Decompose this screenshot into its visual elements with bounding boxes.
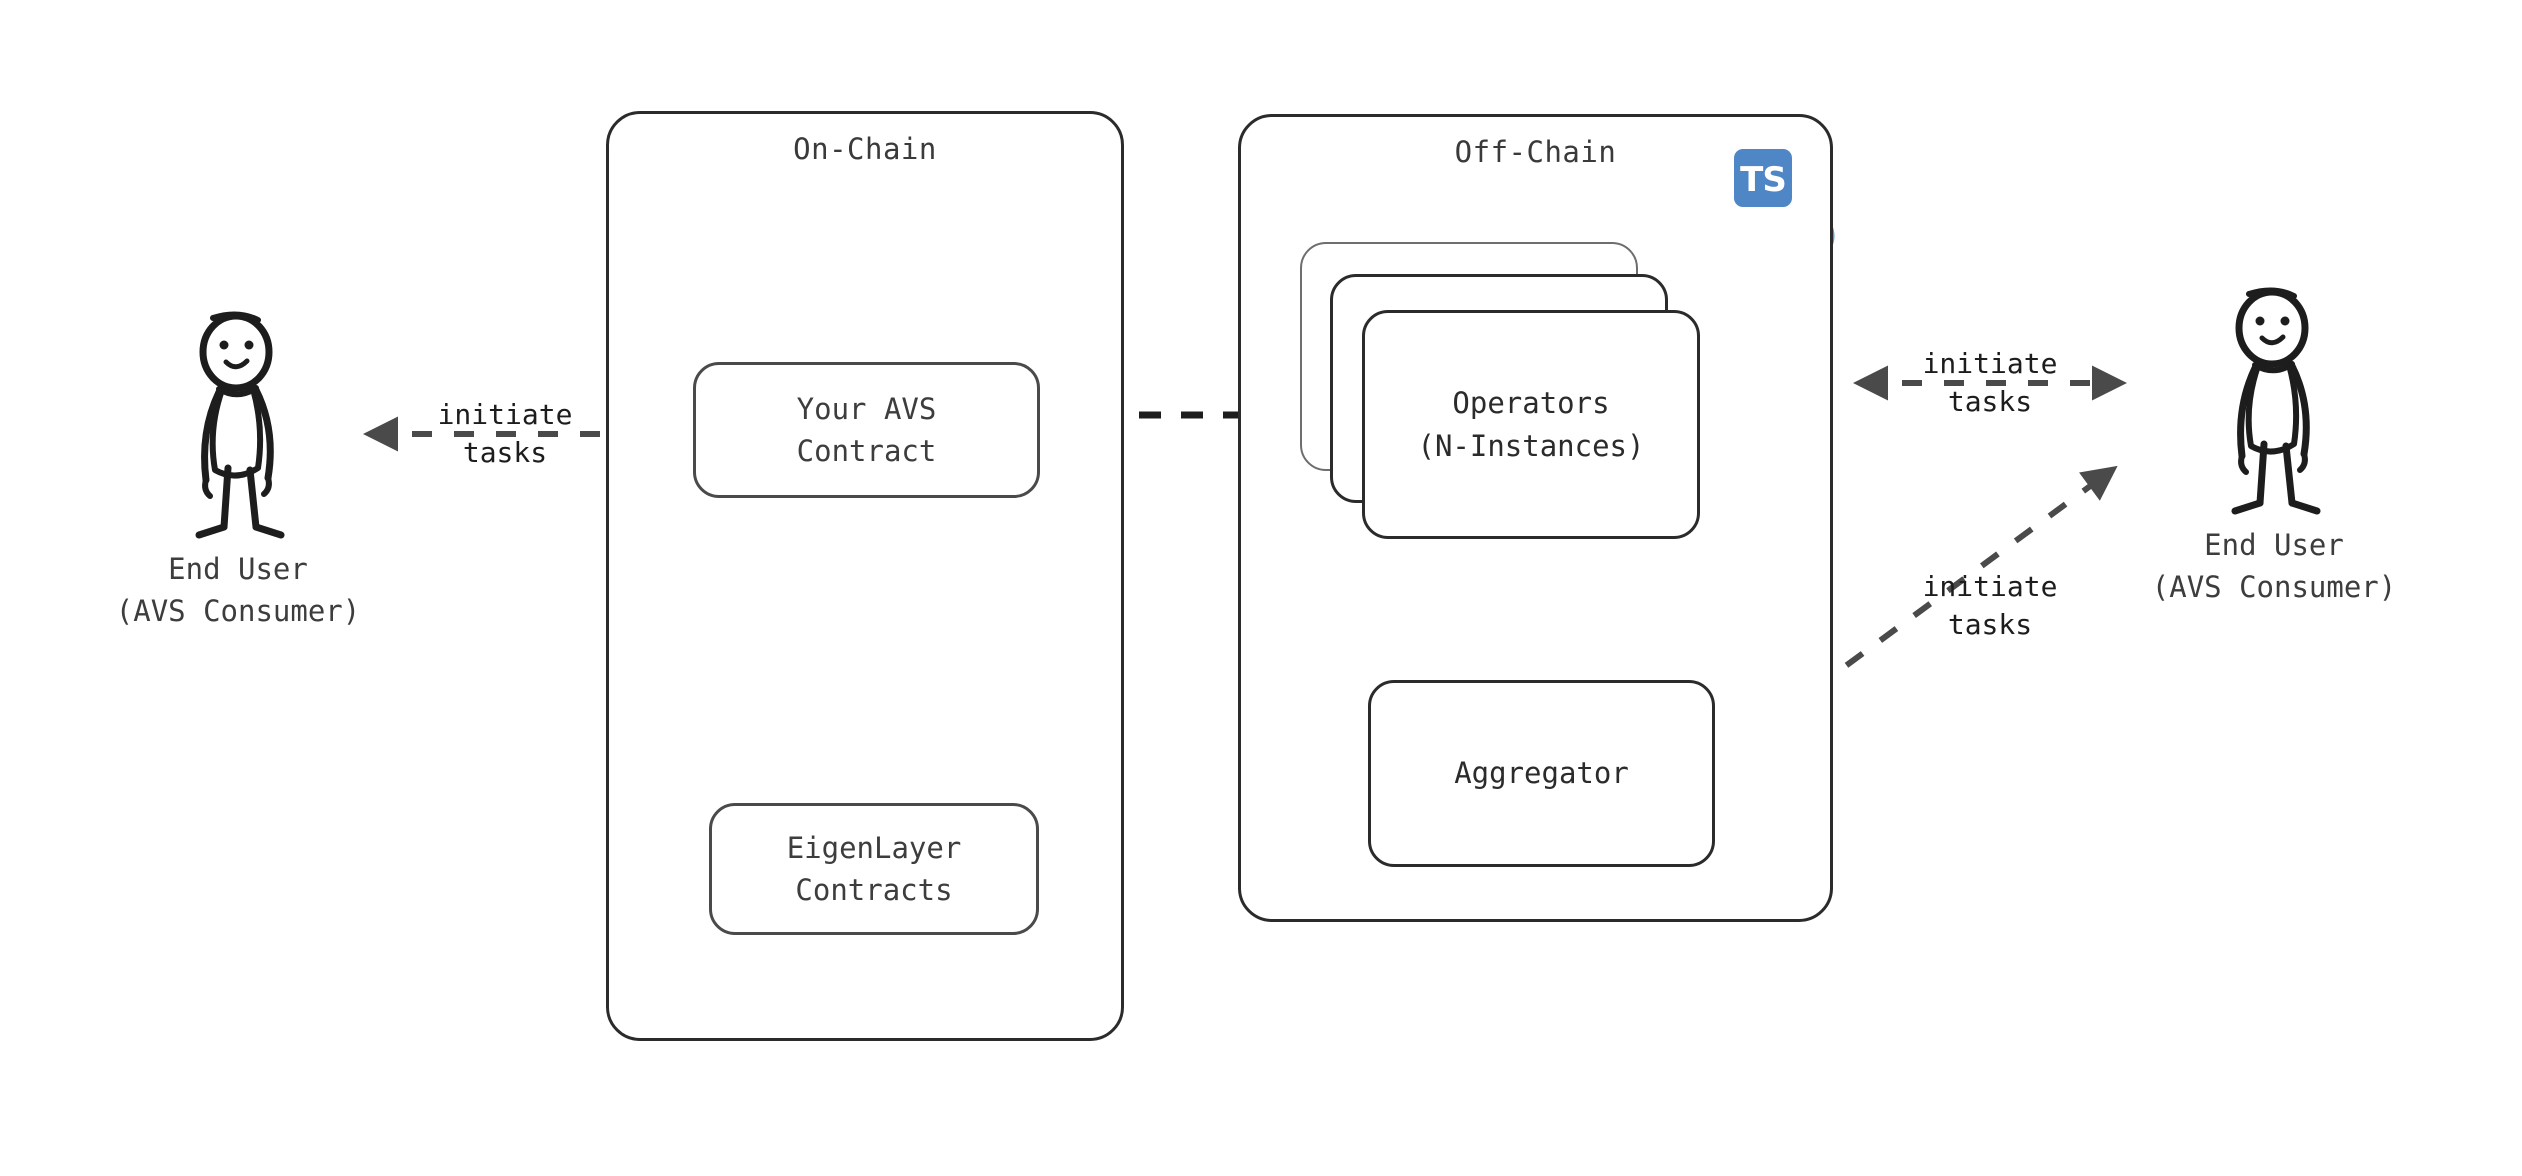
actor-caption-end-user-right: End User (AVS Consumer) bbox=[2151, 528, 2397, 605]
panel-off-chain-title: Off-Chain bbox=[1454, 135, 1617, 169]
edge-label-user-to-avs: initiate tasks bbox=[437, 398, 573, 469]
stick-figure-right bbox=[2231, 287, 2321, 515]
edge-label-aggregator-to-user: initiate tasks bbox=[1922, 570, 2058, 641]
actor-caption-end-user-left: End User (AVS Consumer) bbox=[115, 552, 361, 629]
typescript-logo: TS bbox=[1734, 149, 1792, 207]
stick-figure-left bbox=[195, 311, 285, 539]
edge-label-operators-to-user: initiate tasks bbox=[1922, 347, 2058, 418]
node-operators[interactable]: Operators (N-Instances) bbox=[1362, 310, 1700, 539]
panel-on-chain-title: On-Chain bbox=[793, 132, 937, 166]
node-aggregator[interactable]: Aggregator bbox=[1368, 680, 1715, 867]
node-avs-contract[interactable]: Your AVS Contract bbox=[693, 362, 1040, 498]
node-eigenlayer-contracts[interactable]: EigenLayer Contracts bbox=[709, 803, 1039, 935]
